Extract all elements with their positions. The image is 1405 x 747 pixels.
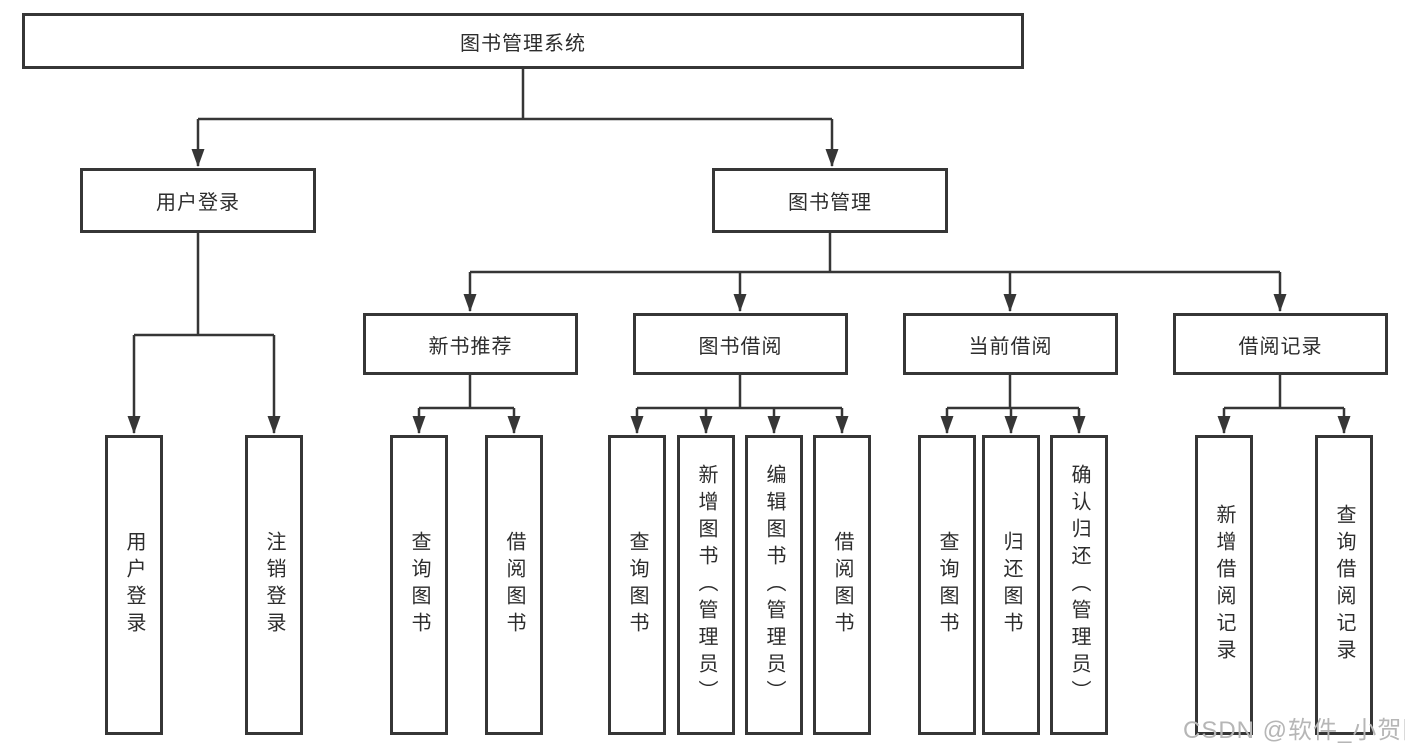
node-root-label: 图书管理系统 (460, 32, 586, 55)
node-book-borrowing: 图书借阅 (633, 313, 848, 375)
leaf-query-books-3-label: 查询图书 (936, 531, 958, 639)
leaf-user-login: 用户登录 (105, 435, 163, 735)
leaf-add-borrow-record: 新增借阅记录 (1195, 435, 1253, 735)
leaf-edit-books-admin-label: 编辑图书（管理员） (763, 463, 785, 707)
leaf-query-borrow-record-label: 查询借阅记录 (1333, 504, 1355, 666)
node-root-library-system: 图书管理系统 (22, 13, 1024, 69)
node-book-borrowing-label: 图书借阅 (698, 335, 783, 358)
node-new-book-recommendation-label: 新书推荐 (428, 335, 513, 358)
node-current-borrowing: 当前借阅 (903, 313, 1118, 375)
leaf-confirm-return-admin: 确认归还（管理员） (1050, 435, 1108, 735)
node-borrowing-records-label: 借阅记录 (1238, 335, 1323, 358)
leaf-add-borrow-record-label: 新增借阅记录 (1213, 504, 1235, 666)
leaf-user-login-label: 用户登录 (123, 531, 145, 639)
leaf-return-books: 归还图书 (982, 435, 1040, 735)
node-book-management: 图书管理 (712, 168, 948, 233)
node-book-management-label: 图书管理 (788, 192, 872, 214)
node-new-book-recommendation: 新书推荐 (363, 313, 578, 375)
leaf-edit-books-admin: 编辑图书（管理员） (745, 435, 803, 735)
leaf-add-books-admin: 新增图书（管理员） (677, 435, 735, 735)
leaf-borrow-books-2-label: 借阅图书 (831, 531, 853, 639)
leaf-query-books-2: 查询图书 (608, 435, 666, 735)
leaf-borrow-books-2: 借阅图书 (813, 435, 871, 735)
node-user-login-label: 用户登录 (156, 192, 240, 214)
leaf-query-books-1-label: 查询图书 (408, 531, 430, 639)
leaf-query-borrow-record: 查询借阅记录 (1315, 435, 1373, 735)
leaf-return-books-label: 归还图书 (1000, 531, 1022, 639)
leaf-add-books-admin-label: 新增图书（管理员） (695, 463, 717, 707)
leaf-borrow-books-1: 借阅图书 (485, 435, 543, 735)
leaf-query-books-3: 查询图书 (918, 435, 976, 735)
node-current-borrowing-label: 当前借阅 (968, 335, 1053, 358)
csdn-watermark: CSDN @软件_小贺同学 (1183, 717, 1405, 744)
leaf-confirm-return-admin-label: 确认归还（管理员） (1068, 463, 1090, 707)
node-borrowing-records: 借阅记录 (1173, 313, 1388, 375)
leaf-borrow-books-1-label: 借阅图书 (503, 531, 525, 639)
leaf-query-books-2-label: 查询图书 (626, 531, 648, 639)
leaf-query-books-1: 查询图书 (390, 435, 448, 735)
node-user-login: 用户登录 (80, 168, 316, 233)
leaf-logout-label: 注销登录 (263, 531, 285, 639)
leaf-logout: 注销登录 (245, 435, 303, 735)
